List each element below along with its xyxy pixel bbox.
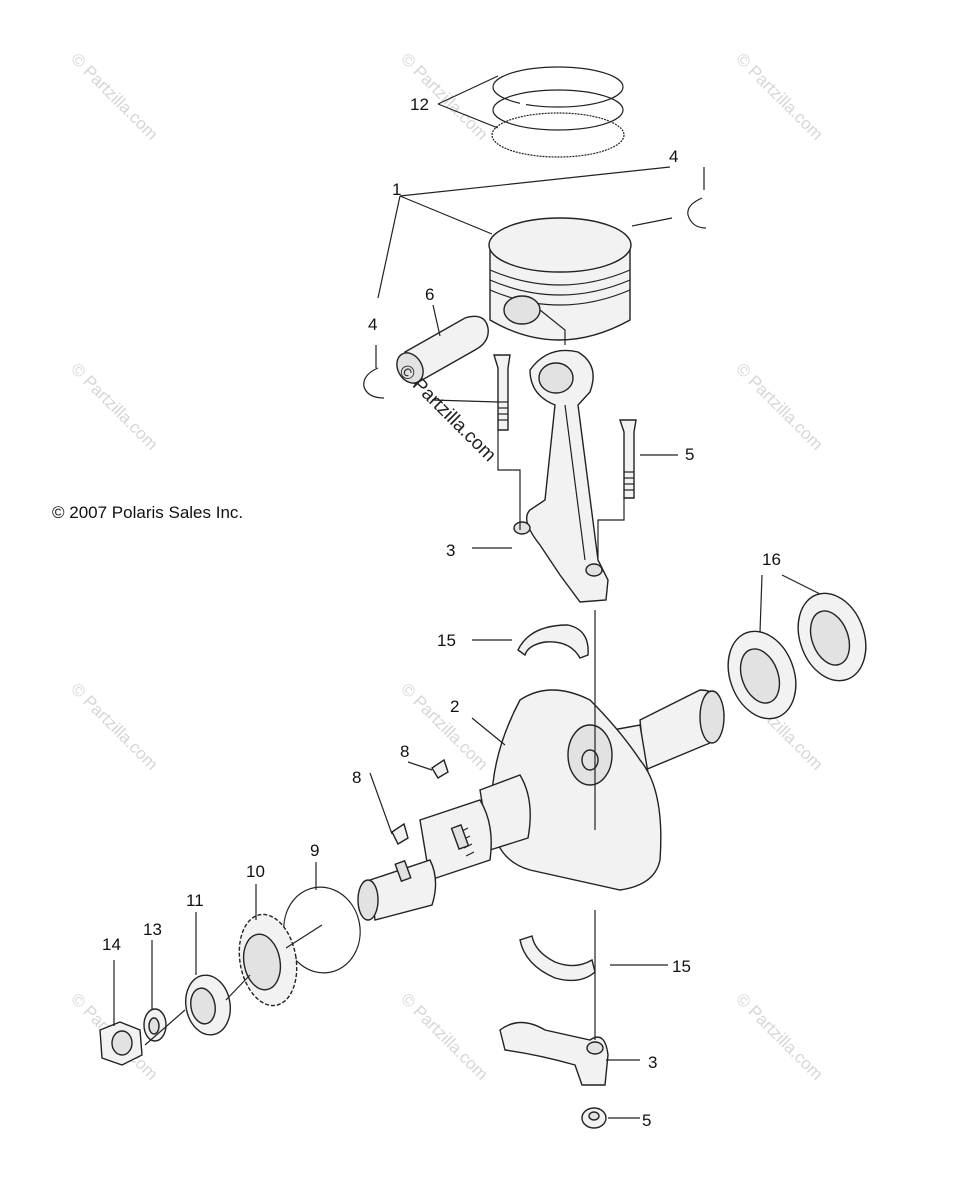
woodruff-keys — [391, 758, 449, 845]
bearing-cap — [499, 1021, 609, 1086]
callout-8: 8 — [400, 742, 409, 761]
watermark: © Partzilla.com — [67, 679, 161, 773]
wrist-pin — [396, 315, 489, 386]
flange-nut — [581, 1107, 607, 1129]
copyright-text: © 2007 Polaris Sales Inc. — [52, 503, 243, 522]
center-watermark: © Partzilla.com — [394, 361, 499, 466]
piston-rings — [491, 66, 625, 158]
callout-4: 4 — [669, 147, 678, 166]
callout-13: 14 — [102, 935, 121, 954]
lock-nut — [185, 974, 231, 1036]
callout-6: 6 — [425, 285, 434, 304]
circlips — [363, 197, 707, 399]
callout-8: 8 — [352, 768, 361, 787]
callout-7: 12 — [410, 95, 429, 114]
callout-3: 3 — [648, 1053, 657, 1072]
watermark: © Partzilla.com — [397, 989, 491, 1083]
sprocket — [238, 913, 298, 1007]
crankshaft — [357, 689, 725, 921]
callout-9: 9 — [310, 841, 319, 860]
watermark: © Partzilla.com — [67, 49, 161, 143]
callout-12: 13 — [143, 920, 162, 939]
watermark-layer: © Partzilla.com © Partzilla.com © Partzi… — [67, 49, 826, 1083]
callout-15: 15 — [672, 957, 691, 976]
piston — [488, 217, 632, 345]
callout-3: 3 — [446, 541, 455, 560]
callout-16: 16 — [762, 550, 781, 569]
rod-bolts — [493, 354, 637, 499]
watermark: © Partzilla.com — [732, 49, 826, 143]
hex-nut — [99, 1021, 143, 1066]
callout-10: 10 — [246, 862, 265, 881]
callout-2: 2 — [450, 697, 459, 716]
callout-5: 5 — [685, 445, 694, 464]
leader-lines — [113, 75, 821, 1119]
bearing-shells — [517, 624, 596, 982]
callout-15: 15 — [437, 631, 456, 650]
connecting-rod — [513, 349, 609, 603]
washer — [143, 1008, 167, 1042]
callout-4: 4 — [368, 315, 377, 334]
watermark: © Partzilla.com — [732, 359, 826, 453]
callout-labels: 12 1 4 4 6 5 3 15 16 2 8 8 9 10 11 13 14… — [102, 95, 781, 1130]
watermark: © Partzilla.com — [67, 359, 161, 453]
callout-11: 11 — [186, 891, 204, 910]
watermark: © Partzilla.com — [732, 989, 826, 1083]
main-bearings — [727, 592, 867, 720]
callout-1: 1 — [392, 180, 401, 199]
callout-14: 5 — [642, 1111, 651, 1130]
